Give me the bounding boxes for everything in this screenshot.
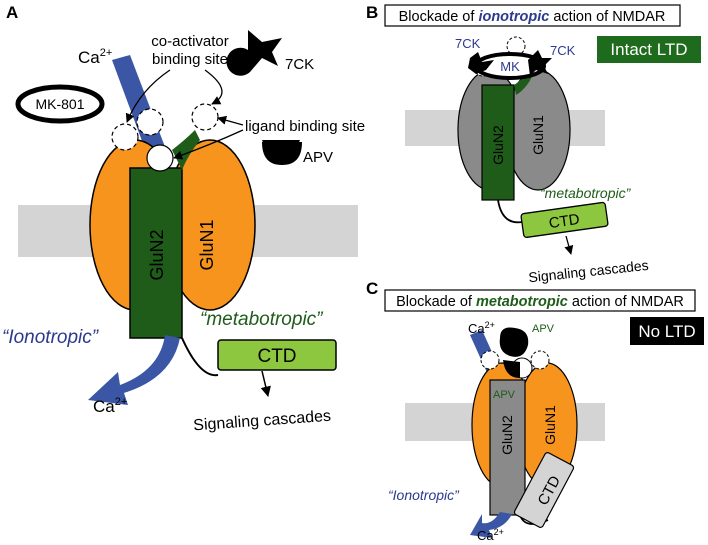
ca-top-a: Ca2+ [78, 47, 112, 67]
blocker-7ck-right-b [528, 50, 552, 76]
glun1-label-a: GluN1 [197, 219, 217, 270]
panel-b: B Blockade of ionotropic action of NMDAR… [366, 3, 701, 285]
mk801-blocker-a [15, 84, 105, 124]
signaling-arrow-a [260, 370, 271, 398]
blocker-apv-top-c [499, 327, 529, 357]
ctd-label-a: CTD [257, 346, 296, 367]
status-intact-ltd-label: Intact LTD [610, 40, 687, 59]
metabotropic-label-a: “metabotropic” [200, 309, 324, 330]
ligand-site-right-a [191, 103, 219, 131]
ion-flow-bottom-c [470, 512, 512, 538]
panel-b-title-box [384, 4, 681, 27]
panel-b-title: Blockade of ionotropic action of NMDAR [399, 9, 666, 25]
panel-c-letter: C [366, 279, 378, 298]
subunit-glun2-b [481, 84, 515, 201]
apv-top-label-c: APV [532, 323, 555, 335]
status-no-ltd-label: No LTD [638, 322, 695, 341]
site-left-c [480, 350, 500, 370]
blocker-7ck-a [226, 30, 282, 76]
ca-bottom-a: Ca2+ [93, 396, 127, 416]
ctd-box-b [520, 201, 609, 238]
panel-a-letter: A [6, 3, 18, 22]
blocker-7ck-label-a: 7CK [285, 56, 314, 73]
ligand-arrow-top-a [217, 115, 244, 126]
coactivator-site-left-a [111, 123, 139, 151]
mk801-label-a: MK-801 [35, 96, 84, 112]
panel-c-title-box [384, 289, 696, 312]
site-right-c [530, 350, 550, 370]
blocker-apv-mid-c [503, 360, 520, 378]
coactivator-label-1-a: co-activator [151, 33, 229, 50]
ctd-box-a [217, 339, 337, 371]
signaling-arrow-b [564, 235, 574, 255]
ionotropic-label-c: “Ionotropic” [388, 487, 460, 503]
ca-top-c: Ca2+ [468, 320, 495, 336]
signaling-label-a: Signaling cascades [193, 408, 332, 435]
ctd-label-b: CTD [548, 211, 581, 232]
apv-inner-label-c: APV [493, 389, 516, 401]
ionotropic-label-a: “Ionotropic” [2, 327, 100, 348]
glun2-label-a: GluN2 [147, 229, 167, 280]
site-top-b [506, 36, 526, 56]
ligand-site-a [146, 144, 174, 172]
ion-flow-bottom-a [88, 335, 180, 405]
panel-c-title: Blockade of metabotropic action of NMDAR [396, 294, 684, 310]
panel-b-letter: B [366, 3, 378, 22]
blocker-apv-label-a: APV [303, 149, 333, 166]
blocker-7ck-left-label-b: 7CK [455, 36, 481, 51]
panel-c: C Blockade of metabotropic action of NMD… [366, 279, 704, 543]
glun1-label-c: GluN1 [542, 405, 558, 445]
metabotropic-label-b: “metabotropic” [540, 185, 632, 201]
coactivator-label-2-a: binding site [152, 51, 228, 68]
status-intact-ltd [597, 36, 701, 63]
glun1-label-b: GluN1 [530, 115, 546, 155]
mk-label-b: MK [500, 59, 520, 74]
panel-a: A CTD GluN2 GluN1 Ca2+ Ca2+ co-activator… [2, 3, 365, 434]
ligand-stalk-a [172, 130, 200, 170]
glun2-label-b: GluN2 [490, 125, 506, 165]
blocker-apv-body-a [262, 142, 302, 165]
ctd-tail-a [181, 337, 219, 377]
ligand-site-label-a: ligand binding site [245, 118, 365, 135]
ion-flow-top-a [112, 55, 170, 168]
coactivator-site-mid-a [136, 108, 164, 136]
subunit-glun2-c [489, 379, 526, 516]
ligand-arrow-bottom-a [173, 129, 244, 160]
signaling-label-b: Signaling cascades [528, 257, 650, 286]
blocker-7ck-right-label-b: 7CK [550, 43, 576, 58]
ctd-box-c [513, 452, 575, 528]
coactivator-arrow-left-a [125, 69, 171, 123]
coactivator-arrow-right-a [204, 69, 223, 105]
ctd-tail-b [497, 199, 523, 224]
blocker-7ck-left-b [468, 52, 494, 74]
ca-bottom-c: Ca2+ [477, 527, 504, 543]
status-no-ltd [630, 317, 704, 345]
glun2-label-c: GluN2 [499, 415, 515, 455]
